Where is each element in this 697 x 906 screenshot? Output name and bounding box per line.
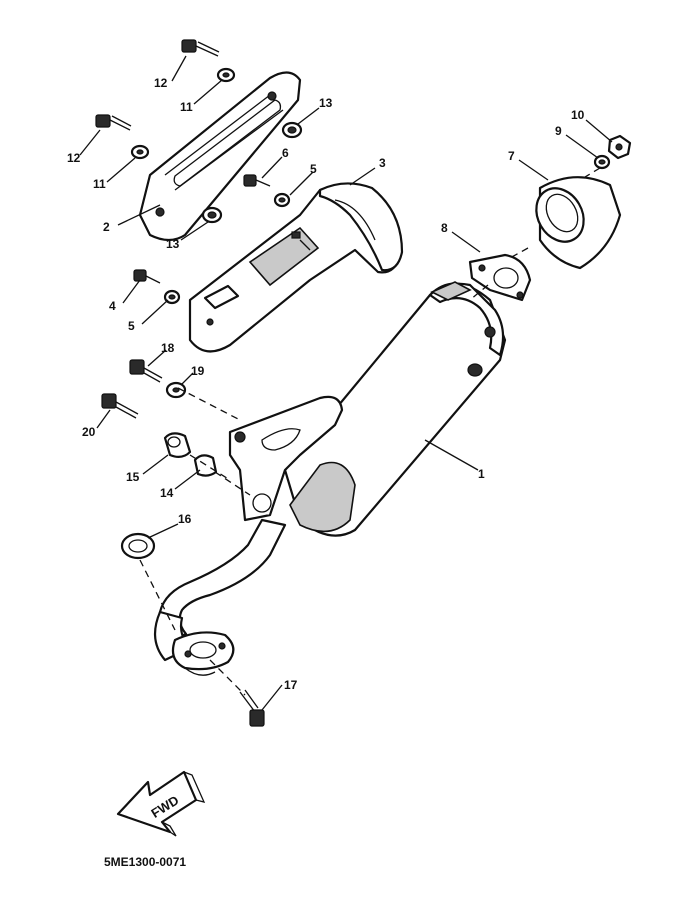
part-6-screw[interactable] — [243, 174, 271, 187]
callout-18: 18 — [161, 341, 175, 355]
callout-16: 16 — [178, 512, 192, 526]
callout-6: 6 — [282, 146, 289, 160]
callout-5-lower: 5 — [128, 319, 135, 333]
part-2-upper-protector[interactable] — [138, 71, 302, 242]
part-17-bolt[interactable] — [239, 689, 265, 727]
part-9-washer[interactable] — [593, 154, 611, 170]
callout-13-upper: 13 — [319, 96, 333, 110]
part-13-damper-lower[interactable] — [201, 206, 223, 224]
callout-15: 15 — [126, 470, 140, 484]
part-5-washer-lower[interactable] — [163, 289, 181, 305]
callouts: 1 2 3 4 5 5 6 7 8 9 10 11 11 12 12 13 13… — [67, 76, 585, 692]
callout-4: 4 — [109, 299, 116, 313]
part-16-gasket[interactable] — [120, 532, 156, 560]
part-18-bolt[interactable] — [129, 359, 163, 383]
diagram-code: 5ME1300-0071 — [104, 855, 186, 869]
part-11-washer-lower[interactable] — [130, 144, 150, 160]
part-10-nut[interactable] — [607, 134, 632, 160]
part-14-collar[interactable] — [193, 454, 218, 477]
part-7-muffler-cap[interactable] — [527, 176, 622, 270]
callout-20: 20 — [82, 425, 96, 439]
part-5-washer-upper[interactable] — [273, 192, 291, 208]
callout-13-lower: 13 — [166, 237, 180, 251]
callout-17: 17 — [284, 678, 298, 692]
fwd-arrow-icon: FWD — [116, 770, 206, 837]
callout-10: 10 — [571, 108, 585, 122]
callout-9: 9 — [555, 124, 562, 138]
part-15-collar[interactable] — [163, 432, 192, 459]
leader-lines — [79, 55, 613, 711]
part-8-gasket[interactable] — [468, 253, 532, 302]
callout-7: 7 — [508, 149, 515, 163]
callout-8: 8 — [441, 221, 448, 235]
assembly-lines — [139, 167, 601, 696]
callout-11-lower: 11 — [93, 177, 106, 191]
callout-14: 14 — [160, 486, 174, 500]
part-3-lower-protector[interactable] — [188, 182, 404, 353]
callout-5-upper: 5 — [310, 162, 317, 176]
part-1-muffler-assembly[interactable] — [153, 281, 507, 676]
part-12-bolt-upper[interactable] — [181, 39, 220, 57]
callout-2: 2 — [103, 220, 110, 234]
callout-11-upper: 11 — [180, 100, 193, 114]
part-19-washer[interactable] — [165, 381, 187, 399]
part-12-bolt-lower[interactable] — [95, 114, 132, 131]
callout-1: 1 — [478, 467, 485, 481]
callout-3: 3 — [379, 156, 386, 170]
callout-19: 19 — [191, 364, 205, 378]
part-13-damper-upper[interactable] — [281, 121, 303, 139]
callout-12-upper: 12 — [154, 76, 168, 90]
callout-12-lower: 12 — [67, 151, 81, 165]
part-11-washer-upper[interactable] — [216, 67, 236, 83]
part-20-bolt[interactable] — [101, 393, 139, 419]
part-4-screw[interactable] — [133, 269, 161, 284]
